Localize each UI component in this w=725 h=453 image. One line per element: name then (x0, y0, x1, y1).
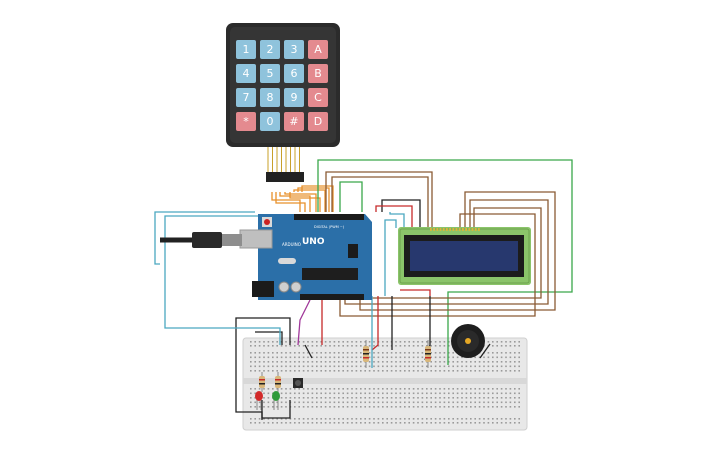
keypad-key-label: B (314, 67, 322, 80)
keypad-key-label: 8 (267, 91, 274, 104)
keypad-key-label: 0 (267, 115, 274, 128)
keypad-key-label: A (314, 43, 322, 56)
led-red[interactable] (255, 391, 263, 410)
keypad-key-label: 2 (267, 43, 274, 56)
digital-header-label: DIGITAL (PWM ~) (314, 225, 345, 229)
board-brand-label: ARDUINO (282, 242, 301, 247)
capacitor (290, 281, 302, 293)
keypad-key[interactable]: 9 (284, 88, 304, 107)
lcd-pins (430, 228, 480, 231)
lcd-16x2-display[interactable] (398, 227, 531, 285)
keypad-key-label: D (314, 115, 322, 128)
keypad-key-label: * (243, 115, 249, 128)
keypad-key[interactable]: 3 (284, 40, 304, 59)
keypad-key[interactable]: 4 (236, 64, 256, 83)
usb-port (239, 229, 273, 249)
keypad-key[interactable]: * (236, 112, 256, 131)
keypad-key-label: 1 (243, 43, 250, 56)
keypad-key[interactable]: 2 (260, 40, 280, 59)
keypad-key[interactable]: 5 (260, 64, 280, 83)
keypad-key-label: C (314, 91, 322, 104)
keypad-key-label: 6 (291, 67, 298, 80)
keypad-key[interactable]: D (308, 112, 328, 131)
wires (154, 159, 573, 420)
resistor[interactable] (425, 340, 431, 368)
breadboard[interactable] (242, 337, 528, 431)
reset-button-cap (264, 219, 270, 225)
keypad-key-label: 3 (291, 43, 298, 56)
keypad-key-label: 5 (267, 67, 274, 80)
analog-power-header (300, 294, 364, 300)
keypad-key[interactable]: 7 (236, 88, 256, 107)
crystal-oscillator (278, 258, 296, 264)
push-button[interactable] (293, 378, 303, 388)
led-green[interactable] (272, 391, 280, 410)
keypad-keys: 1 2 3 A 4 5 6 B 7 8 9 C * 0 # D (236, 40, 328, 131)
resistor[interactable] (363, 340, 369, 368)
keypad-key[interactable]: 1 (236, 40, 256, 59)
keypad-key-label: 7 (243, 91, 250, 104)
keypad-key[interactable]: C (308, 88, 328, 107)
keypad-key[interactable]: A (308, 40, 328, 59)
arduino-uno-board[interactable]: UNO ARDUINO DIGITAL (PWM ~) (239, 214, 372, 300)
capacitor (278, 281, 290, 293)
lcd-screen (410, 241, 518, 271)
power-jack (252, 281, 274, 297)
keypad-key[interactable]: 0 (260, 112, 280, 131)
keypad-key-label: 4 (243, 67, 250, 80)
keypad[interactable]: 1 2 3 A 4 5 6 B 7 8 9 C * 0 # D (226, 23, 340, 147)
keypad-ribbon-cable (266, 147, 304, 182)
keypad-key-label: # (289, 115, 298, 128)
keypad-key[interactable]: 6 (284, 64, 304, 83)
keypad-key[interactable]: 8 (260, 88, 280, 107)
keypad-key[interactable]: B (308, 64, 328, 83)
usb-cable (160, 232, 242, 248)
resistor[interactable] (259, 372, 265, 392)
keypad-key-label: 9 (291, 91, 298, 104)
icsp-header (348, 244, 358, 258)
keypad-key[interactable]: # (284, 112, 304, 131)
digital-header (294, 214, 364, 220)
board-model-label: UNO (302, 237, 325, 247)
resistor[interactable] (275, 372, 281, 392)
breadboard-holes (250, 341, 520, 424)
piezo-buzzer[interactable] (451, 324, 485, 358)
atmega-chip (302, 268, 358, 280)
